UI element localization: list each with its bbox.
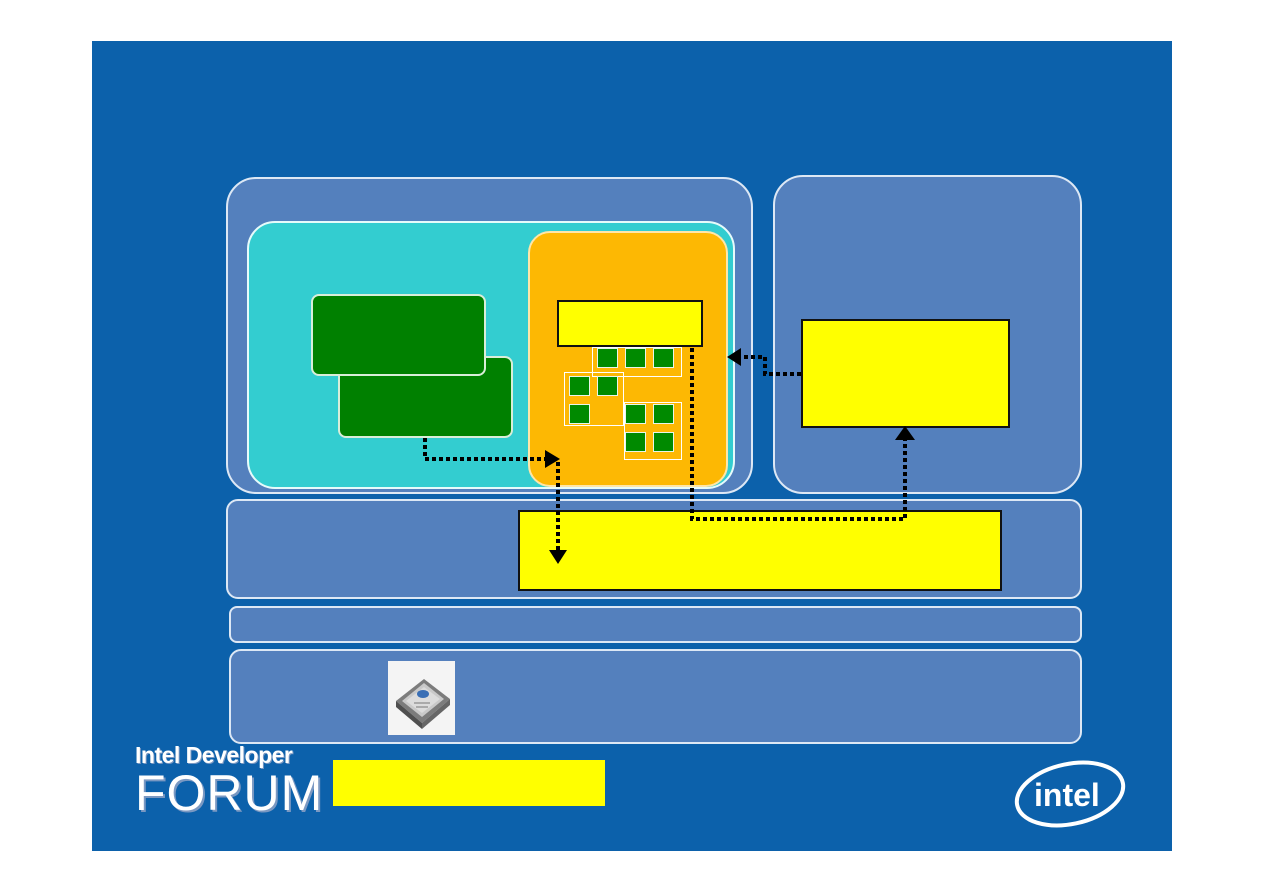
grid-cell: [653, 404, 674, 424]
wide-yellow-box: [518, 510, 1002, 591]
small-yellow-box: [557, 300, 703, 347]
arrow-head-icon: [895, 426, 915, 440]
grid-cell: [597, 348, 618, 368]
arrow-head-icon: [727, 348, 741, 366]
event-logo-line1: Intel Developer: [135, 742, 293, 768]
grid-cell: [625, 348, 646, 368]
intel-developer-forum-logo: Intel Developer FORUM: [135, 742, 322, 824]
grid-cell: [625, 404, 646, 424]
arrow-right-box-to-small-box: [740, 355, 801, 376]
hardware-layer-panel: [229, 649, 1082, 744]
arrow-head-icon: [549, 550, 567, 564]
grid-sheet: [564, 372, 624, 426]
thin-layer-panel: [229, 606, 1082, 643]
grid-cell: [569, 404, 590, 424]
arrow-head-icon: [545, 450, 560, 468]
grid-cell: [625, 432, 646, 452]
grid-cell: [653, 348, 674, 368]
processor-chip-icon: [388, 661, 455, 735]
grid-sheet: [592, 347, 682, 377]
grid-sheet: [624, 402, 682, 460]
grid-cell: [569, 376, 590, 396]
green-box-front: [311, 294, 486, 376]
arrow-grid-to-right-box: [690, 348, 907, 521]
grid-cell: [597, 376, 618, 396]
company-logo-text: intel: [1034, 777, 1100, 813]
arrow-green-to-orange: [423, 438, 546, 461]
event-logo-line2: FORUM: [135, 765, 324, 821]
bottom-yellow-bar: [333, 760, 605, 806]
intel-logo-icon: intel: [1012, 750, 1132, 830]
grid-cell: [653, 432, 674, 452]
